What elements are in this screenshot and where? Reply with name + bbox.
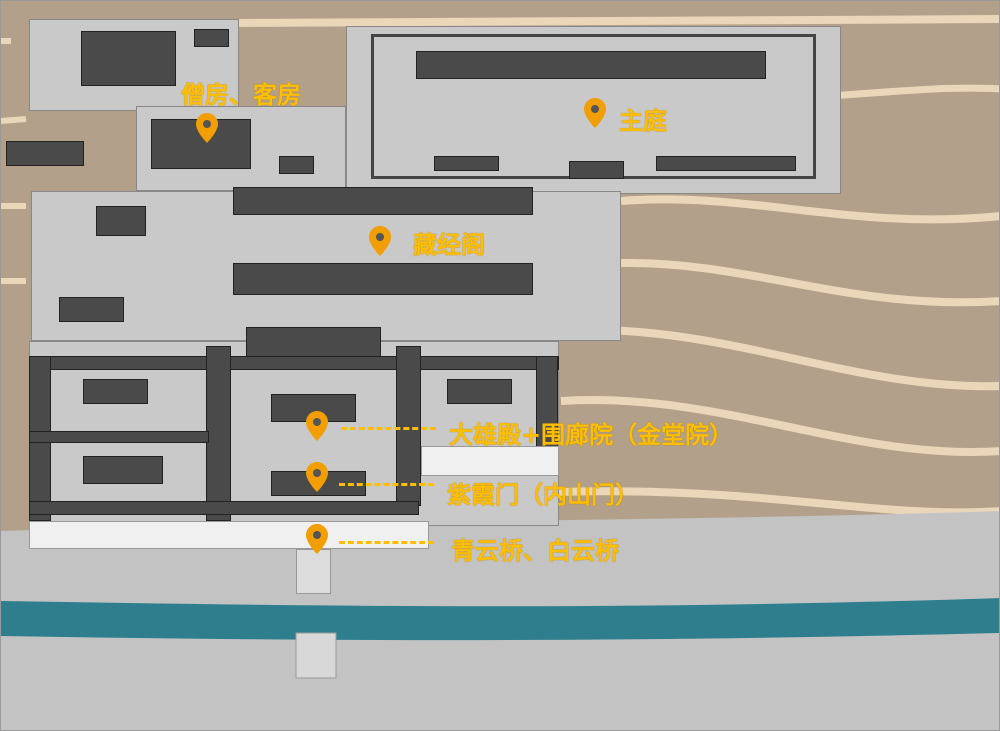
corridor (206, 346, 231, 521)
corridor (396, 346, 421, 506)
building (233, 187, 533, 215)
marker-label-main-court[interactable]: 主庭 (619, 107, 667, 135)
map-pin-icon[interactable] (306, 524, 328, 554)
building (6, 141, 84, 166)
map-pin-icon[interactable] (584, 98, 606, 128)
building (96, 206, 146, 236)
building (656, 156, 796, 171)
building (59, 297, 124, 322)
front-terrace (29, 521, 429, 549)
marker-label-inner-gate[interactable]: 紫霞门（内山门） (447, 481, 639, 509)
building (569, 161, 624, 179)
leader-line (341, 427, 436, 430)
map-pin-icon[interactable] (306, 462, 328, 492)
map-pin-icon[interactable] (369, 226, 391, 256)
building (81, 31, 176, 86)
map-pin-icon[interactable] (306, 411, 328, 441)
leader-line (339, 541, 434, 544)
corridor (29, 501, 419, 515)
building (447, 379, 512, 404)
corridor (29, 356, 559, 370)
marker-label-main-hall[interactable]: 大雄殿+围廊院（金堂院） (449, 421, 734, 449)
marker-label-bridges[interactable]: 青云桥、白云桥 (451, 537, 619, 565)
terrace (421, 446, 559, 476)
building (434, 156, 499, 171)
marker-label-sutra-library[interactable]: 藏经阁 (413, 231, 485, 259)
marker-label-monk-quarters[interactable]: 僧房、客房 (181, 81, 301, 109)
stairs (296, 549, 331, 594)
building (233, 263, 533, 295)
building (279, 156, 314, 174)
building (83, 456, 163, 484)
map-pin-icon[interactable] (196, 113, 218, 143)
corridor (29, 431, 209, 443)
leader-line (339, 483, 434, 486)
building (416, 51, 766, 79)
building (83, 379, 148, 404)
building (194, 29, 229, 47)
